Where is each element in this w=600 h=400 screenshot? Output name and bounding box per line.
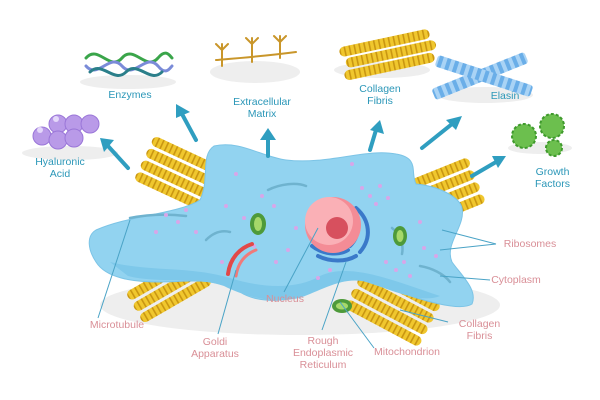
label-ribosomes: Ribosomes [503, 238, 557, 250]
collagen-fibris-illustration [339, 29, 437, 80]
cell-body [88, 144, 474, 308]
label-elasin: Elasin [490, 90, 520, 102]
label-enzymes: Enzymes [108, 89, 152, 101]
label-collagen-fibris-top: Collagen Fibris [359, 83, 401, 107]
label-collagen-fibris-bottom: Collagen Fibris [458, 318, 501, 342]
extracellular-matrix-illustration [215, 35, 297, 67]
label-mitochondrion: Mitochondrion [374, 346, 440, 358]
elasin-illustration [432, 52, 533, 100]
label-hyaluronic-acid: Hyaluronic Acid [35, 156, 85, 180]
label-rough-er: Rough Endoplasmic Reticulum [292, 335, 354, 371]
label-nucleus: Nucleus [266, 293, 304, 305]
ribosomes [154, 162, 438, 280]
growth-factors-illustration [511, 113, 565, 157]
label-goldi-apparatus: Goldi Apparatus [191, 336, 239, 360]
label-microtubule: Microtubule [89, 319, 145, 331]
label-growth-factors: Growth Factors [534, 166, 570, 190]
label-cytoplasm: Cytoplasm [491, 274, 541, 286]
product-arrows [100, 104, 506, 178]
enzymes-illustration [84, 51, 174, 77]
mitochondria [250, 213, 407, 313]
hyaluronic-acid-illustration [32, 114, 100, 150]
golgi-apparatus [226, 242, 258, 278]
label-extracellular-matrix: Extracellular Matrix [233, 96, 291, 120]
leader-lines [97, 219, 497, 349]
cell-body-shade [110, 262, 440, 301]
nucleus [305, 197, 361, 253]
